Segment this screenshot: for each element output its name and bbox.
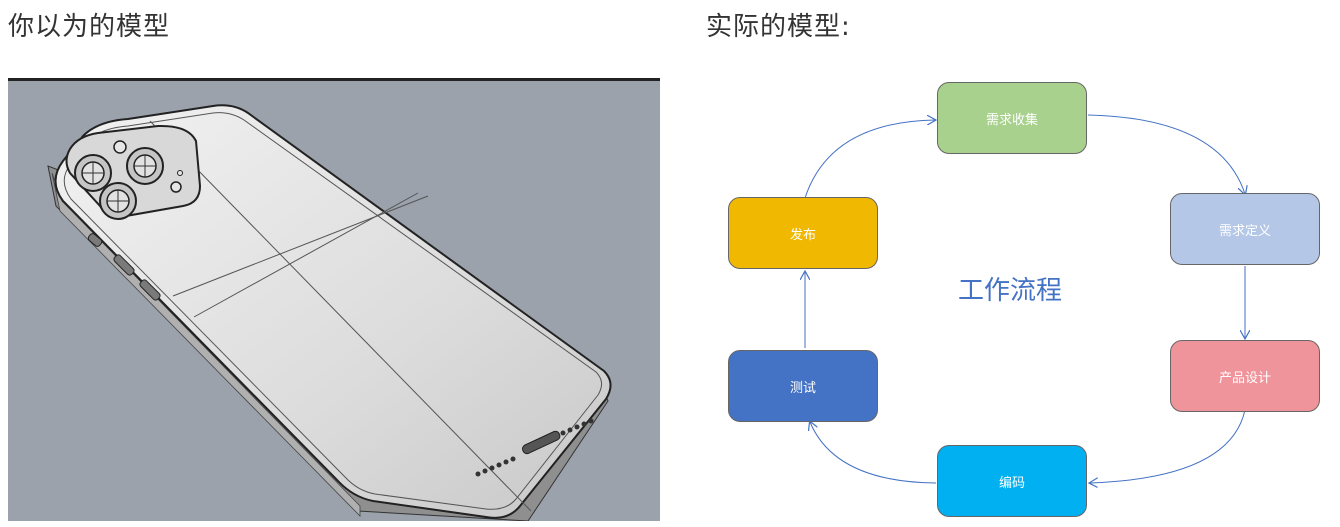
workflow-diagram: 需求收集 需求定义 产品设计 编码 测试 发布 工作流程	[700, 70, 1340, 527]
arrow-collect-to-define	[1087, 114, 1245, 194]
phone-wireframe-illustration	[8, 81, 660, 521]
arrow-code-to-test	[810, 422, 937, 484]
node-requirement-collection: 需求收集	[937, 82, 1087, 154]
node-requirement-definition: 需求定义	[1170, 193, 1320, 265]
arrow-release-to-collect	[804, 120, 935, 199]
node-release: 发布	[728, 197, 878, 269]
center-label: 工作流程	[958, 276, 1063, 306]
right-title: 实际的模型:	[706, 12, 851, 42]
workflow-arrows	[700, 114, 1340, 527]
left-title: 你以为的模型	[8, 12, 171, 42]
node-coding: 编码	[937, 445, 1087, 517]
node-testing: 测试	[728, 350, 878, 422]
phone-model-image	[8, 78, 660, 521]
node-product-design: 产品设计	[1170, 340, 1320, 412]
arrow-design-to-code	[1090, 409, 1246, 483]
